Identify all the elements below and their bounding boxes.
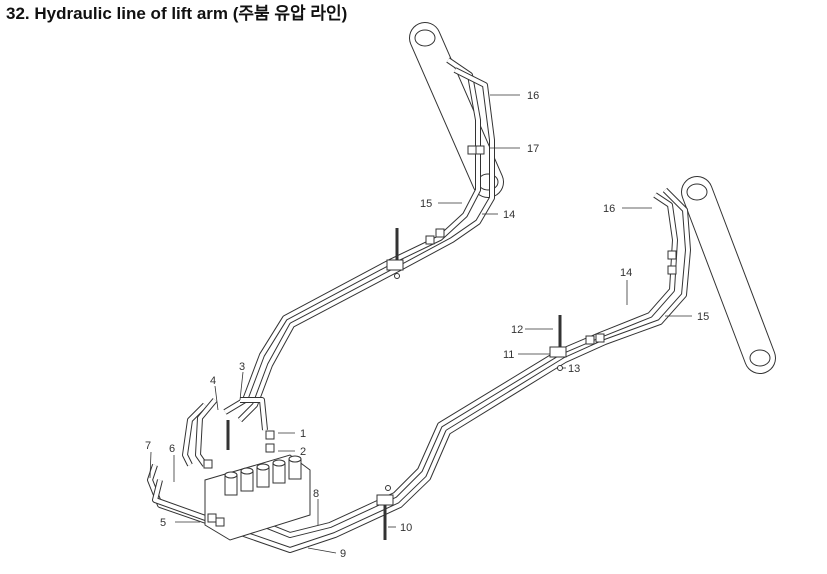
diagram-title: 32. Hydraulic line of lift arm (주붐 유압 라인… [6,4,348,23]
callout-number: 15 [697,311,709,323]
callout-number: 13 [568,363,580,375]
leader-arrow [214,385,219,411]
callout-number: 3 [239,361,245,373]
fitting [435,228,445,238]
fitting [667,250,677,260]
callout-16: 16 [603,203,652,215]
fitting [215,517,225,527]
callout-9: 9 [307,547,346,560]
callout-number: 10 [400,522,412,534]
callout-number: 1 [300,428,306,440]
leader-arrow [149,451,152,479]
callout-16: 16 [490,90,539,102]
callout-number: 5 [160,517,166,529]
fitting [475,145,485,155]
fitting [207,513,217,523]
callout-12: 12 [511,324,553,336]
callout-number: 6 [169,443,175,455]
hose-valve-bottom [152,479,227,528]
callout-number: 7 [145,440,151,452]
hose-left-main [223,57,481,415]
callout-11: 11 [503,349,550,361]
callout-number: 2 [300,446,306,458]
hose-valve-top [240,397,268,431]
pipe-clamp [386,259,404,271]
callout-number: 11 [503,349,514,361]
fitting [667,265,677,275]
callout-number: 12 [511,324,523,336]
callout-14: 14 [620,267,632,305]
fitting [595,333,605,343]
callout-number: 15 [420,198,432,210]
callout-14: 14 [482,209,515,221]
right-lift-cylinder [681,176,776,374]
fitting [467,145,477,155]
hose-valve-left-2 [195,398,218,467]
callout-number: 17 [527,143,539,155]
nut [394,273,400,279]
hose-left-second [237,67,495,423]
callout-1: 1 [278,428,306,440]
fitting [585,335,595,345]
fitting [203,459,213,469]
pipe-clamp [549,346,567,358]
hose-valve-left [182,402,208,467]
callout-15: 15 [420,198,462,210]
fitting [265,430,275,440]
nut [557,365,563,371]
callout-8: 8 [313,488,319,525]
callout-2: 2 [278,446,306,458]
callout-7: 7 [145,440,152,479]
callout-10: 10 [388,522,412,534]
callout-6: 6 [169,443,175,482]
callout-number: 16 [527,90,539,102]
callout-number: 14 [503,209,515,221]
callout-13: 13 [562,363,580,375]
callout-number: 4 [210,375,216,387]
callout-4: 4 [210,375,219,411]
callout-number: 14 [620,267,632,279]
control-valve [204,454,311,541]
fitting [425,235,435,245]
callout-3: 3 [239,361,245,401]
pipe-clamp [376,494,394,506]
callout-15: 15 [665,311,709,323]
callout-number: 9 [340,548,346,560]
fitting [265,443,275,453]
nut [385,485,391,491]
callout-number: 8 [313,488,319,500]
callout-5: 5 [160,517,200,529]
callout-17: 17 [490,143,539,155]
leader-arrow [239,371,244,401]
leader-arrow [307,547,337,554]
callout-number: 16 [603,203,615,215]
